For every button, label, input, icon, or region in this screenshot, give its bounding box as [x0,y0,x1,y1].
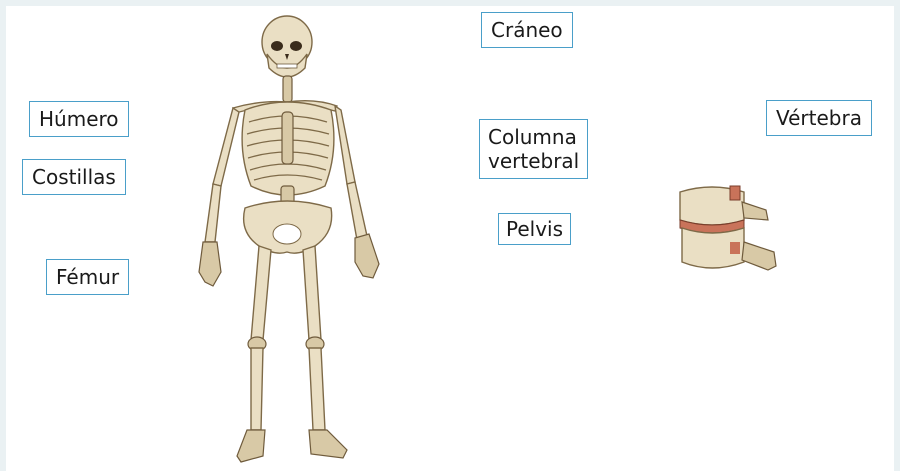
frame-right-edge [894,0,900,471]
left-hand [199,242,221,286]
teeth [277,64,297,68]
label-craneo: Cráneo [481,12,573,48]
right-forearm [347,182,367,240]
vertebra-spinous-process-upper [742,202,768,220]
right-tibia [309,348,325,430]
vertebra-top-process [730,186,740,200]
left-tibia [251,348,263,430]
frame-left-edge [0,0,6,471]
left-humerus [213,108,239,186]
label-pelvis: Pelvis [498,213,571,245]
right-foot [309,430,347,458]
frame-top-edge [0,0,900,6]
left-femur [251,246,271,340]
label-columna-vertebral: Columna vertebral [479,119,588,179]
cervical-spine [283,76,292,102]
left-eye-socket [271,41,283,51]
label-humero: Húmero [29,101,129,137]
label-femur: Fémur [46,259,129,295]
label-columna-line2: vertebral [488,149,579,173]
left-forearm [205,184,221,242]
skeleton-illustration [175,10,435,470]
vertebra-illustration [670,180,790,280]
right-eye-socket [290,41,302,51]
right-femur [303,246,321,340]
sternum [282,112,293,164]
vertebra-lower-disc-mark [730,242,740,254]
pelvic-opening [273,224,301,244]
label-costillas: Costillas [22,159,126,195]
left-foot [237,430,265,462]
vertebra-spinous-process-lower [742,242,776,270]
label-vertebra: Vértebra [766,100,872,136]
right-humerus [335,106,355,184]
right-hand [355,234,379,278]
label-columna-line1: Columna [488,125,579,149]
